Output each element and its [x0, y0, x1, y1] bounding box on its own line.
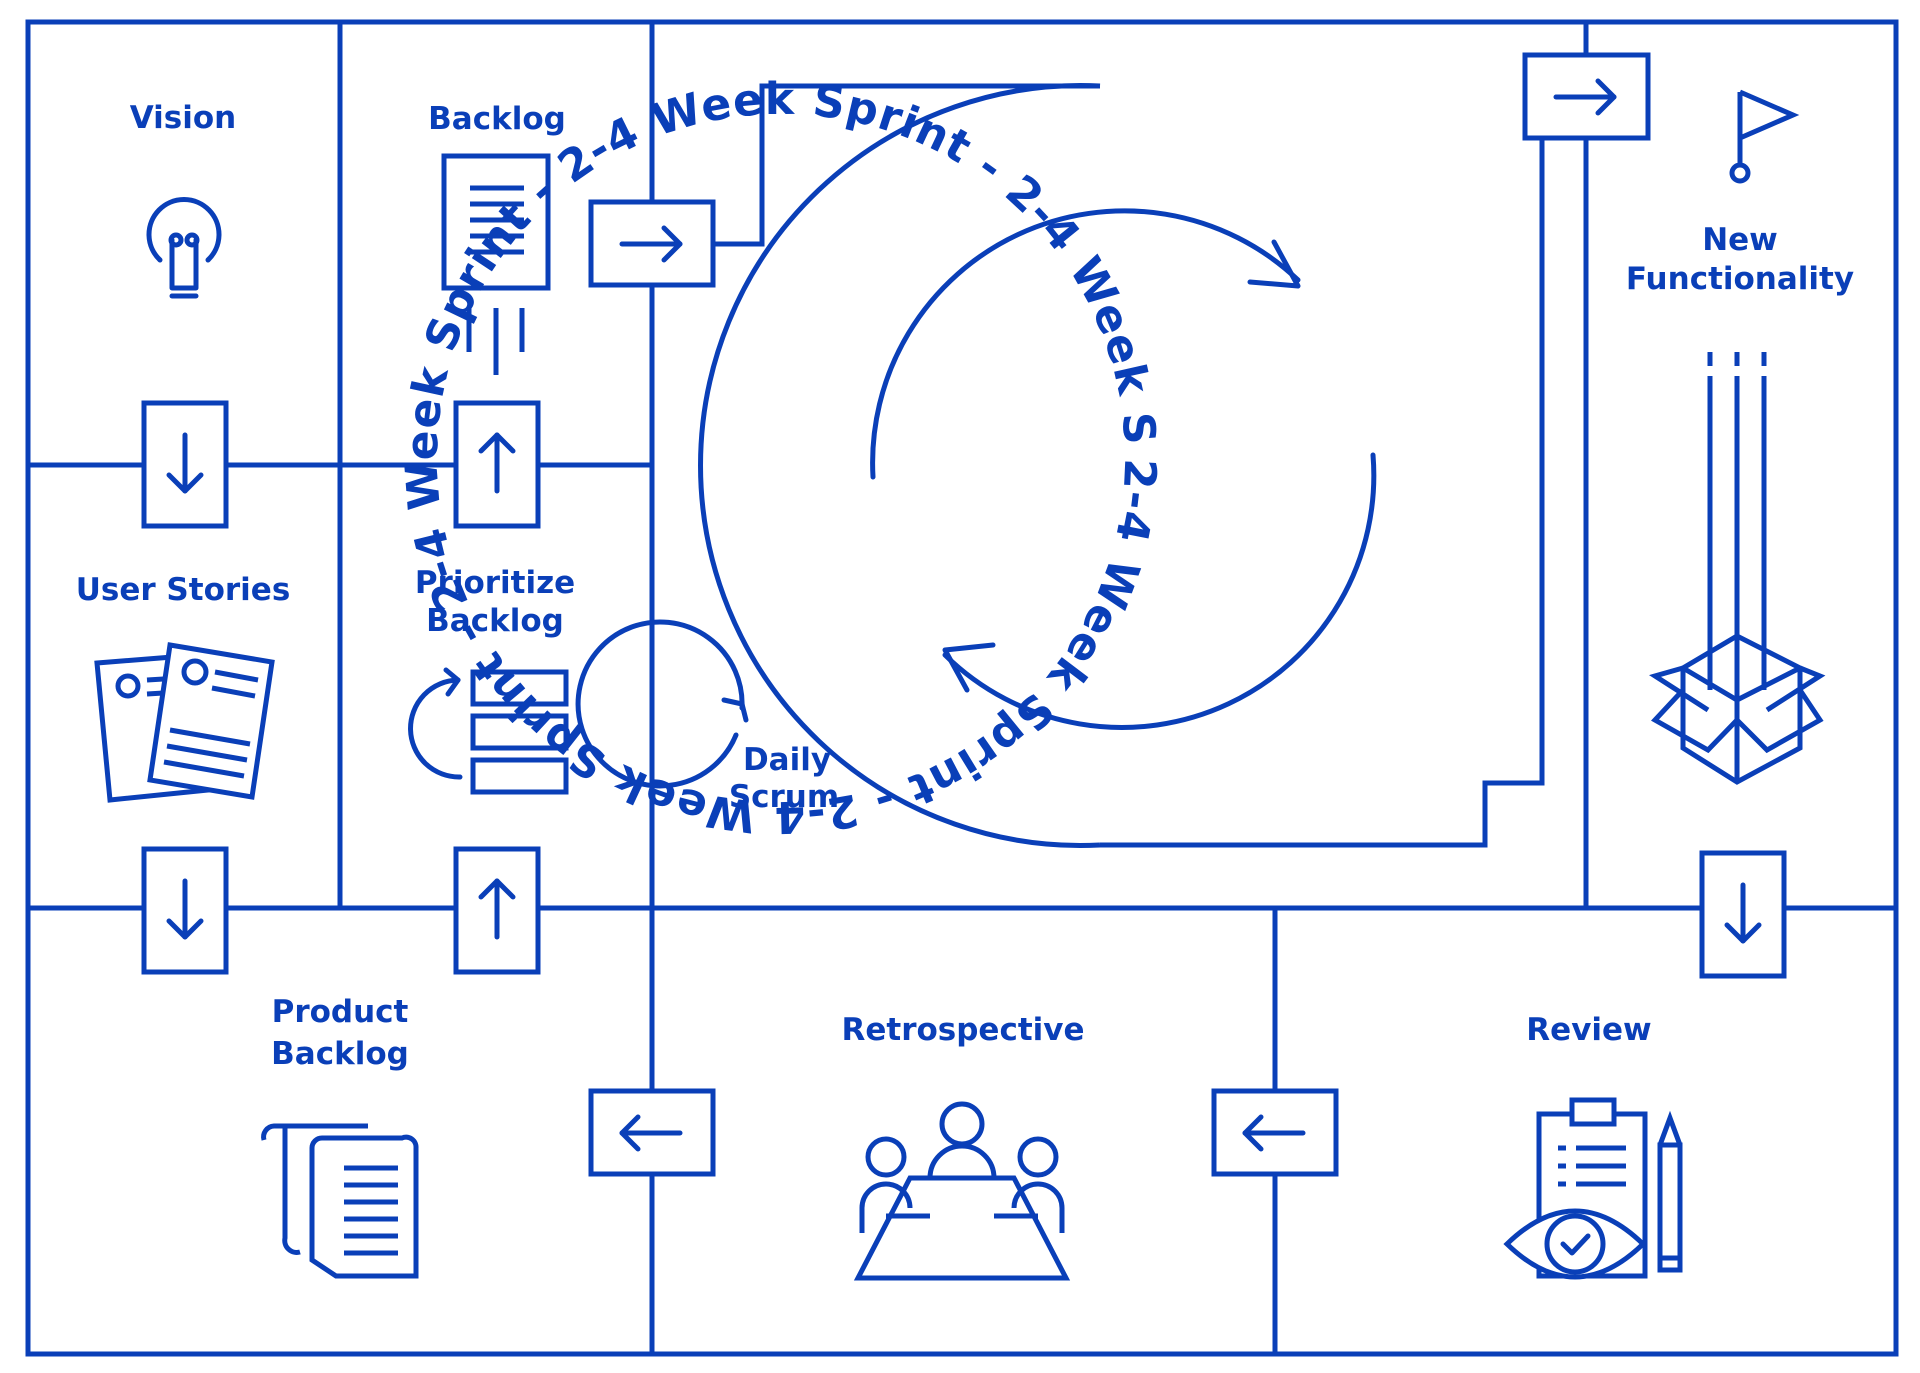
stack-icon: [408, 667, 569, 795]
arrow-box-new-functionality-down: [1699, 850, 1787, 979]
vision-label: Vision: [130, 100, 237, 136]
product-backlog-label-2: Backlog: [271, 1036, 409, 1072]
vision-cell: Vision: [130, 100, 237, 299]
arrow-box-user-stories-down: [141, 846, 229, 975]
review-cell: Review: [1503, 1012, 1683, 1280]
new-functionality-cell: New Functionality: [1626, 89, 1854, 785]
sprint-connector: [712, 83, 1545, 848]
arrow-box-vision-down: [141, 400, 229, 529]
lightbulb-icon: [146, 197, 222, 299]
retrospective-cell: Retrospective: [841, 1012, 1085, 1281]
backlog-cell: Backlog: [428, 101, 566, 375]
prioritize-backlog-cell: Prioritize Backlog: [408, 565, 575, 795]
arrow-box-product-backlog-up: [453, 846, 541, 975]
new-functionality-label-2: Functionality: [1626, 261, 1854, 297]
arrow-box-backlog-to-sprint: [588, 199, 716, 288]
user-stories-cell: User Stories: [76, 572, 291, 803]
prioritize-label-2: Backlog: [426, 603, 564, 639]
daily-scrum-label-1: Daily: [743, 742, 831, 778]
arrow-box-review-left: [1211, 1088, 1339, 1177]
cycle-arrow-top: [870, 208, 1301, 480]
clipboard-eye-icon: [1503, 1097, 1683, 1280]
daily-scrum: Daily Scrum: [575, 619, 839, 815]
cycle-arrow-top-head: [1247, 239, 1301, 289]
prioritize-label-1: Prioritize: [415, 565, 575, 601]
flag-icon: [1729, 89, 1800, 184]
product-backlog-label-1: Product: [272, 994, 409, 1030]
backlog-label: Backlog: [428, 101, 566, 137]
review-label: Review: [1526, 1012, 1651, 1048]
document-icon: [441, 153, 551, 375]
new-functionality-label-1: New: [1702, 222, 1778, 258]
user-stories-icon: [94, 642, 275, 803]
arrow-box-prioritize-up: [453, 400, 541, 529]
arrow-box-retrospective-left: [588, 1088, 716, 1177]
cycle-arrow-bottom-head: [942, 642, 996, 693]
cycle-arrow-bottom: [942, 452, 1377, 730]
scroll-icon: [261, 1123, 419, 1279]
box-icon: [1648, 352, 1826, 785]
grid-frame: [25, 19, 1899, 1357]
arrow-box-sprint-to-new-functionality: [1522, 52, 1651, 141]
product-backlog-cell: Product Backlog: [261, 994, 419, 1279]
meeting-icon: [853, 1101, 1071, 1281]
user-stories-label: User Stories: [76, 572, 291, 608]
daily-scrum-label-2: Scrum: [729, 779, 839, 815]
retrospective-label: Retrospective: [841, 1012, 1084, 1048]
